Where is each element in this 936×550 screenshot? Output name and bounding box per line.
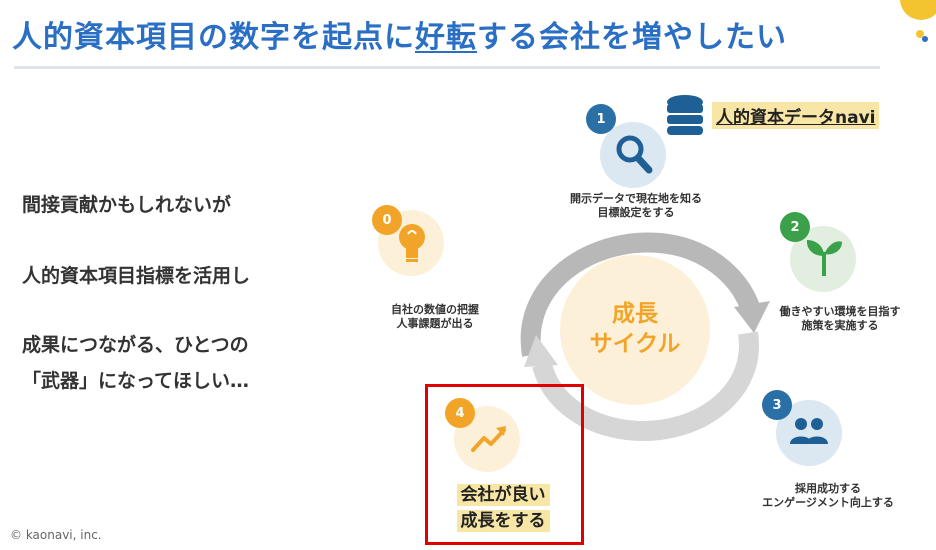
- step4-badge: 4: [445, 398, 475, 428]
- title-divider: [14, 66, 880, 69]
- highlight-box: [425, 384, 584, 545]
- step3-label: 採用成功する エンゲージメント向上する: [762, 482, 894, 509]
- cycle-arrows: [520, 232, 770, 441]
- page-title: 人的資本項目の数字を起点に好転する会社を増やしたい: [12, 20, 787, 55]
- sprout-icon: [804, 234, 844, 282]
- database-icon: [666, 94, 704, 138]
- step1-circle: [600, 122, 666, 188]
- cycle-center-bg: [560, 255, 710, 405]
- step0-badge: 0: [372, 205, 402, 235]
- left-text-line3: 成果につながる、ひとつの: [22, 334, 249, 356]
- copyright: © kaonavi, inc.: [10, 528, 102, 542]
- step4-label: 会社が良い 成長をする: [436, 482, 570, 534]
- step2-label: 働きやすい環境を目指す 施策を実施する: [779, 305, 901, 332]
- step2-badge: 2: [780, 212, 810, 242]
- lightbulb-icon: [396, 222, 428, 270]
- left-text-line1: 間接貢献かもしれないが: [22, 194, 232, 216]
- corner-small-dots: [916, 30, 924, 38]
- step1-label: 開示データで現在地を知る 目標設定をする: [570, 192, 702, 219]
- brand-label: 人的資本データnavi: [712, 102, 880, 129]
- people-icon: [788, 414, 830, 454]
- left-text-line2: 人的資本項目指標を活用し: [22, 265, 251, 287]
- corner-decoration: [900, 0, 936, 20]
- cycle-center-label: 成長 サイクル: [589, 301, 681, 357]
- step0-label: 自社の数値の把握 人事課題が出る: [391, 303, 479, 330]
- step3-badge: 3: [762, 390, 792, 420]
- search-icon: [614, 133, 654, 179]
- corner-small-dots-blue: [922, 36, 928, 42]
- trend-up-icon: [470, 424, 508, 458]
- step1-badge: 1: [586, 104, 616, 134]
- title-emphasis: 好転: [415, 20, 477, 55]
- left-text-line4: 「武器」になってほしい…: [22, 370, 250, 392]
